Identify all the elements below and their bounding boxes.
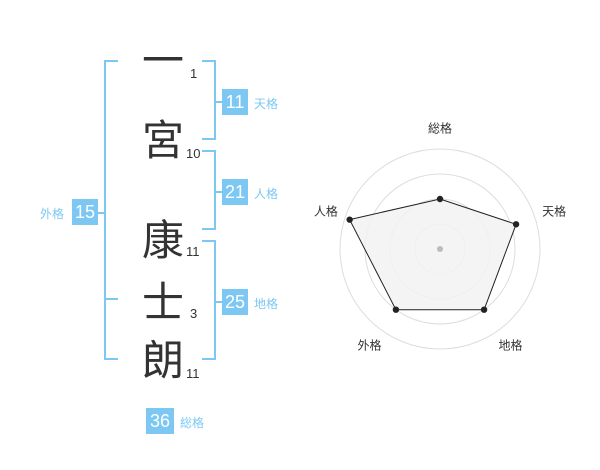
radar-center-dot [437,246,443,252]
chikaku-bracket-stub [216,301,222,303]
stroke-count-5: 11 [186,366,200,381]
radar-point-4 [392,306,400,313]
radar-series-polygon [348,198,517,311]
gaikaku-value-badge: 15 [72,199,98,225]
jinkaku-bracket-stub [216,191,222,193]
radar-point-3 [480,306,488,313]
tenkaku-bracket-bottom [202,138,216,140]
stroke-count-2: 10 [186,146,201,161]
radar-axis-label-4: 外格 [357,338,381,353]
tenkaku-label: 天格 [254,97,279,111]
name-char-4: 士 [142,278,185,327]
name-char-1: 一 [142,36,185,85]
jinkaku-bracket-top [202,150,216,152]
soukaku-value-badge: 36 [146,408,174,434]
chikaku-bracket-vertical [214,240,216,360]
gaikaku-bracket-top [104,60,118,62]
stroke-count-3: 11 [186,244,200,259]
radar-point-2 [512,221,520,228]
chikaku-bracket-bottom [202,358,216,360]
radar-axis-label-5: 人格 [314,203,338,218]
tenkaku-value-badge: 11 [222,89,248,115]
radar-axis-label-2: 天格 [542,203,566,218]
jinkaku-value-badge: 21 [222,179,248,205]
stroke-count-4: 3 [190,306,198,321]
gaikaku-label: 外格 [40,207,65,221]
radar-axis-label-1: 総格 [428,121,452,136]
gaikaku-bracket-mid [104,298,118,300]
tenkaku-bracket-top [202,60,216,62]
name-char-2: 宮 [142,116,185,165]
gaikaku-bracket-bottom [104,358,118,360]
jinkaku-bracket-vertical [214,150,216,230]
radar-axis-label-3: 地格 [498,338,522,353]
radar-point-1 [436,195,444,203]
gaikaku-bracket-stub [98,212,104,214]
jinkaku-bracket-bottom [202,228,216,230]
jinkaku-label: 人格 [254,187,279,201]
radar-ring-4 [339,148,541,350]
tenkaku-bracket-vertical [214,60,216,140]
gaikaku-bracket-vertical [104,60,106,360]
name-char-3: 康 [142,216,185,265]
soukaku-label: 総格 [180,416,205,430]
radar-point-5 [346,216,353,223]
name-char-5: 朗 [142,336,185,385]
chikaku-bracket-top [202,240,216,242]
chikaku-value-badge: 25 [222,289,248,315]
tenkaku-bracket-stub [216,101,222,103]
chikaku-label: 地格 [254,297,279,311]
stroke-count-1: 1 [190,66,198,81]
